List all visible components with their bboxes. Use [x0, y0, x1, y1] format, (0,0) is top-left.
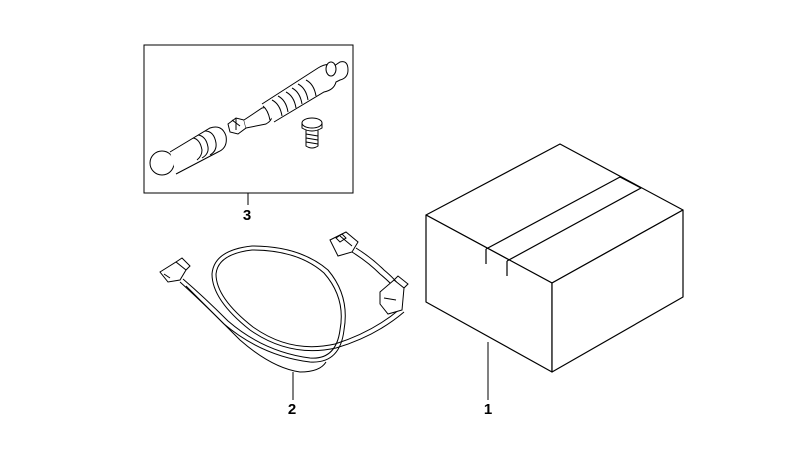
- box-right-face: [551, 209, 684, 373]
- cardboard-box: [425, 143, 684, 400]
- screwdriver-bit: [227, 107, 273, 135]
- harness-connector-top: [329, 231, 359, 257]
- harness-connector-right: [379, 275, 409, 315]
- wiring-harness: [159, 231, 409, 400]
- callout-1: 1: [483, 401, 493, 418]
- screwdriver-handle: [149, 126, 227, 176]
- callout-3: 3: [242, 207, 252, 224]
- callout-2: 2: [287, 401, 297, 418]
- tool-kit-inset: [143, 44, 354, 205]
- harness-connector-left: [159, 257, 191, 283]
- screwdriver-extension: [261, 61, 349, 123]
- box-tape: [485, 176, 642, 262]
- small-screw: [301, 117, 323, 149]
